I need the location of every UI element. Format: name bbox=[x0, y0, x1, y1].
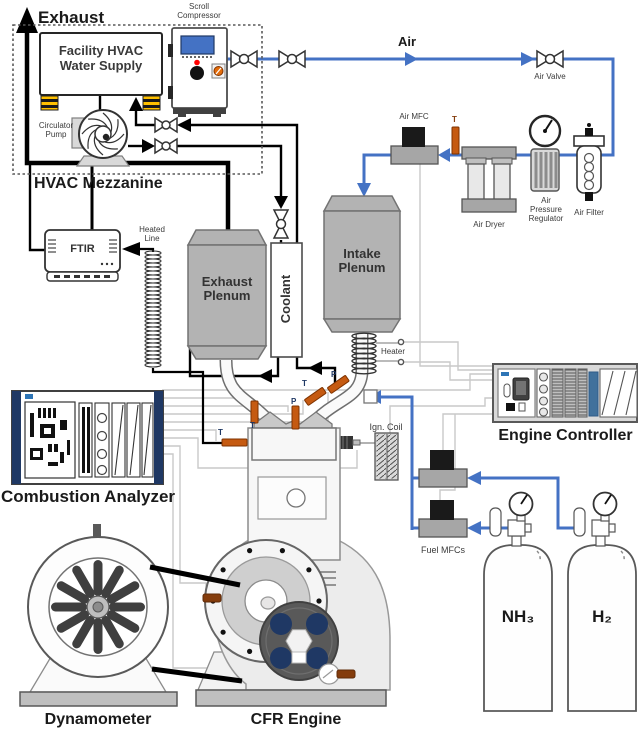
dynamometer-label: Dynamometer bbox=[44, 711, 152, 728]
drive-belts bbox=[149, 564, 243, 684]
crank-pin-icon bbox=[336, 669, 356, 679]
sensor-probes bbox=[221, 375, 350, 447]
heater-coil-icon bbox=[351, 332, 405, 375]
cylinder-pressure-label: P bbox=[291, 397, 297, 406]
air-filter-label: Air Filter bbox=[574, 208, 604, 217]
heated-line-coil-icon bbox=[144, 250, 162, 368]
fuel-lines bbox=[381, 395, 585, 530]
crank-wheel-icon bbox=[259, 601, 339, 681]
sample-temp-label: T bbox=[218, 428, 223, 437]
scroll-compressor-label: Scroll Compressor bbox=[177, 2, 221, 20]
coolant-valve-icon bbox=[272, 209, 290, 239]
nh3-label: NH₃ bbox=[501, 607, 535, 626]
fuel-mfcs-label: Fuel MFCs bbox=[420, 545, 465, 555]
engine-controller-label: Engine Controller bbox=[498, 427, 633, 444]
air-dryer-icon bbox=[461, 146, 517, 213]
exhaust-temp-label: T bbox=[250, 421, 255, 430]
compressor-knob bbox=[190, 66, 204, 80]
air-pressure-regulator-icon bbox=[528, 114, 562, 192]
facility-hvac-box bbox=[39, 32, 163, 111]
exhaust-plenum-tank bbox=[186, 229, 268, 360]
air-dryer-label: Air Dryer bbox=[473, 220, 505, 229]
h2-label: H₂ bbox=[592, 607, 612, 626]
pressure-sensor-icon bbox=[291, 405, 300, 430]
hvac-mezzanine-label: HVAC Mezzanine bbox=[34, 175, 163, 192]
valve-icon bbox=[154, 137, 178, 155]
hose-fitting-icon bbox=[40, 95, 59, 111]
valve-icon bbox=[278, 49, 306, 69]
facility-hvac-label: Facility HVAC Water Supply bbox=[58, 43, 144, 73]
fuel-port bbox=[363, 389, 378, 404]
combustion-analyzer-label: Combustion Analyzer bbox=[0, 487, 176, 506]
cfr-engine-icon bbox=[195, 411, 391, 707]
ign-coil-label: Ign. Coil bbox=[369, 422, 403, 432]
temperature-sensor-icon bbox=[221, 438, 248, 447]
pressure-sensor-icon bbox=[327, 375, 350, 394]
air-temperature-sensor-icon bbox=[451, 126, 460, 155]
intake-temp-label: T bbox=[302, 379, 307, 388]
air-filter-icon bbox=[573, 123, 605, 201]
heated-line-label: Heated Line bbox=[139, 225, 165, 243]
intake-pressure-label: P bbox=[331, 370, 337, 379]
h2-cylinder bbox=[567, 544, 637, 712]
ni-logo-icon bbox=[501, 372, 509, 376]
temperature-sensor-icon bbox=[304, 387, 327, 406]
combustion-analyzer-icon bbox=[11, 390, 164, 485]
compressor-display bbox=[180, 35, 215, 55]
air-valve-icon bbox=[536, 49, 564, 69]
black-flow-arrows bbox=[16, 7, 322, 450]
air-valve-label: Air Valve bbox=[534, 72, 566, 81]
circuit-board-icon bbox=[30, 408, 70, 466]
status-led-icon bbox=[194, 59, 200, 66]
air-pressure-regulator-label: Air Pressure Regulator bbox=[528, 196, 564, 223]
valve-icon bbox=[230, 49, 258, 69]
air-mfc-icon bbox=[390, 127, 439, 165]
nh3-cylinder bbox=[483, 544, 553, 712]
air-temp-sensor-label: T bbox=[452, 115, 457, 124]
fuel-mfc-icon bbox=[418, 450, 468, 488]
intake-plenum-label: Intake Plenum bbox=[338, 246, 386, 275]
intake-runner-pipe bbox=[311, 334, 369, 425]
coolant-column bbox=[270, 242, 303, 358]
valve-icon bbox=[154, 116, 178, 134]
cfr-engine-label: CFR Engine bbox=[250, 711, 342, 728]
valve-icons bbox=[154, 49, 564, 239]
air-label: Air bbox=[398, 34, 417, 49]
coolant-label: Coolant bbox=[278, 274, 293, 324]
fan-blades-icon bbox=[51, 560, 145, 654]
nh3-regulator-icon bbox=[489, 491, 534, 547]
ftir-analyzer-icon bbox=[44, 229, 121, 282]
temperature-sensor-icon bbox=[250, 400, 259, 424]
exhaust-plenum-label: Exhaust Plenum bbox=[201, 274, 253, 303]
hose-fitting-icon bbox=[142, 95, 161, 111]
scroll-compressor-icon bbox=[168, 27, 228, 117]
h2-regulator-icon bbox=[573, 491, 618, 547]
ftir-label: FTIR bbox=[70, 243, 95, 255]
circulator-pump-label: Circulator Pump bbox=[38, 121, 74, 139]
heater-label: Heater bbox=[381, 347, 406, 356]
blue-flow-arrows bbox=[357, 52, 535, 535]
exhaust-runner-pipe bbox=[219, 359, 273, 425]
fuel-mfc-icon bbox=[418, 500, 468, 538]
controller-module-blue bbox=[588, 371, 599, 417]
ignition-coil-icon bbox=[374, 432, 399, 481]
hvac-mezzanine-boundary bbox=[12, 24, 263, 175]
air-mfc-label: Air MFC bbox=[399, 112, 429, 121]
exhaust-label: Exhaust bbox=[38, 8, 105, 27]
engine-controller-icon bbox=[492, 363, 638, 423]
circulator-pump-icon bbox=[71, 109, 131, 167]
intake-plenum-tank bbox=[322, 195, 402, 333]
crank-pin-icon bbox=[202, 593, 222, 603]
dynamometer-icon bbox=[19, 524, 178, 707]
ni-logo-icon bbox=[25, 394, 33, 399]
